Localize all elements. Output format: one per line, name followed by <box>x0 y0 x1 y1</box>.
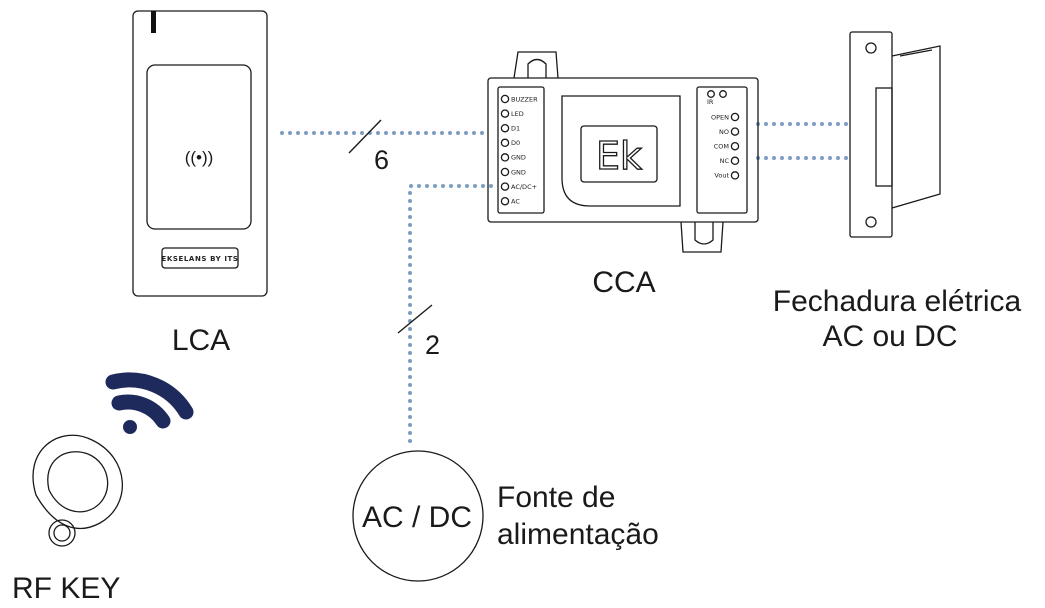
wire-count-slash-power <box>397 304 433 334</box>
terminal-right-4-icon <box>730 171 740 180</box>
controller-label: CCA <box>592 266 655 299</box>
terminal-left-3-icon <box>500 138 510 148</box>
terminal-right-0-label: OPEN <box>711 113 729 121</box>
wire-count-slash-reader <box>348 119 382 154</box>
power-supply: AC / DC <box>352 450 484 582</box>
terminal-left-2-icon <box>500 123 510 133</box>
terminal-left-0-icon <box>500 94 510 104</box>
wires <box>280 119 850 445</box>
nfc-icon: ((•)) <box>185 148 214 167</box>
terminal-right-0-icon <box>730 112 740 122</box>
terminal-left-1-icon <box>500 109 510 118</box>
power-label-line2: alimentação <box>497 518 659 551</box>
terminal-right-2-label: COM <box>714 143 729 151</box>
terminal-left-5-icon <box>500 167 510 177</box>
terminal-right-1-label: NO <box>719 128 729 136</box>
ir-sensor-label: IR <box>707 98 714 106</box>
terminal-left-6-icon <box>500 182 510 191</box>
terminal-right-3-label: NC <box>720 157 730 165</box>
power-wire-count: 2 <box>425 330 440 360</box>
reader-device: ((•)) EKSELANS BY ITS <box>132 10 268 297</box>
wire-power-to-controller <box>408 184 493 445</box>
key-fob-icon <box>32 434 123 547</box>
power-label-line1: Fonte de <box>497 481 615 514</box>
terminal-left-5-label: GND <box>511 168 526 176</box>
terminal-left-2-label: D1 <box>511 125 520 133</box>
reader-wire-count: 6 <box>374 145 389 175</box>
terminal-left-4-label: GND <box>511 154 526 162</box>
power-symbol-label: AC / DC <box>362 501 472 534</box>
rf-key <box>32 372 194 547</box>
reader-label: LCA <box>172 324 230 357</box>
terminal-right-4-label: Vout <box>714 172 729 180</box>
terminal-left-3-label: D0 <box>511 139 520 147</box>
wifi-signal-icon <box>105 372 194 434</box>
terminal-left-0-label: BUZZER <box>511 95 538 103</box>
terminal-left-6-label: AC/DC+ <box>511 183 537 191</box>
lock-label-line2: AC ou DC <box>822 320 957 353</box>
terminal-left-4-icon <box>500 153 510 162</box>
controller-logo: Ek <box>596 134 642 178</box>
lock-label-line1: Fechadura elétrica <box>773 285 1022 318</box>
terminal-left-7-label: AC <box>511 198 520 206</box>
terminal-right-1-icon <box>730 127 740 136</box>
right-terminal-pins: OPEN NO COM NC Vout <box>711 112 740 180</box>
electric-lock <box>849 31 941 238</box>
terminal-right-3-icon <box>730 156 740 166</box>
reader-brand-label: EKSELANS BY ITS <box>161 255 238 263</box>
terminal-left-1-label: LED <box>511 110 524 118</box>
rf-key-label: RF KEY <box>12 572 120 605</box>
terminal-right-2-icon <box>730 141 740 151</box>
terminal-left-7-icon <box>500 196 510 206</box>
